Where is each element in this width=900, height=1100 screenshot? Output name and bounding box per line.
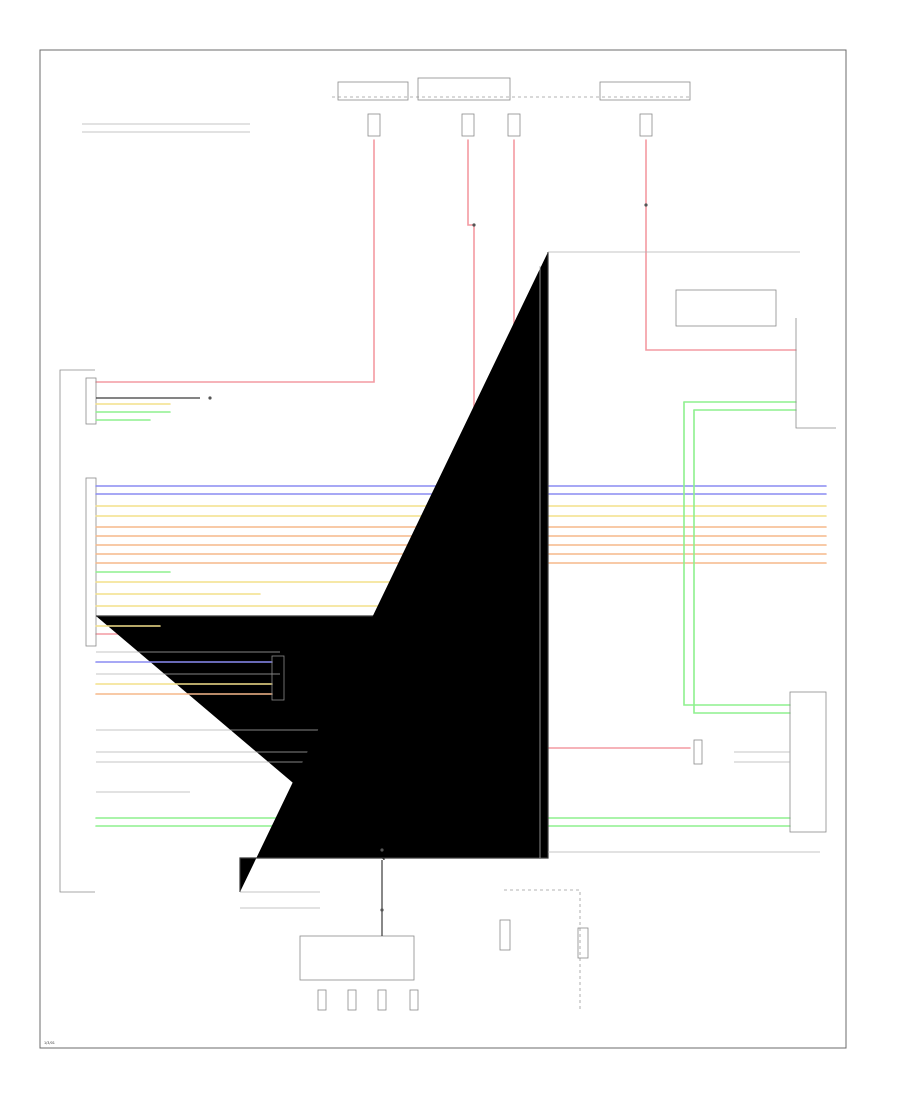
ground-wires (95, 401, 797, 827)
fuse-1 (367, 113, 381, 137)
dashed-feed-bottom (504, 889, 581, 1010)
right-modules (675, 289, 836, 833)
wire-ground-green-3 (683, 401, 791, 706)
black-ground-return (239, 251, 820, 892)
resistor-2 (577, 927, 589, 959)
component-bottom-center (299, 935, 415, 981)
fuse-3 (507, 113, 521, 137)
lower-left-wires (95, 651, 373, 793)
connector-lower-left (271, 655, 285, 701)
junction-dot (472, 223, 476, 227)
wire-power-feed-4 (645, 139, 797, 351)
module-right-lower (789, 691, 827, 833)
wire-ground-green-4 (693, 409, 791, 714)
junction-dot (380, 908, 384, 912)
junction-dot (380, 848, 384, 852)
pin-3 (377, 989, 387, 1011)
junction-dot (644, 203, 648, 207)
connector-upper (85, 377, 97, 425)
module-right-top (675, 289, 777, 327)
wire-ground-return (239, 252, 549, 892)
control-module-outline (59, 369, 95, 893)
fuse-2 (461, 113, 475, 137)
fuse-box-right (599, 81, 691, 101)
pin-1 (317, 989, 327, 1011)
fuse-box-left (337, 81, 409, 101)
junction-dots (208, 203, 648, 912)
connector-right-mid (693, 739, 703, 765)
fuse-4 (639, 113, 653, 137)
fuses (367, 113, 653, 137)
page-code: 1/3/01 (44, 1041, 55, 1045)
connector-main (85, 477, 97, 647)
upper-connector-wires (95, 403, 171, 421)
pin-4 (409, 989, 419, 1011)
junction-dot (208, 396, 212, 400)
diagram-frame (39, 49, 847, 1049)
control-module-left (59, 369, 200, 893)
fuse-box-center (417, 77, 511, 101)
wire-power-feed-1 (95, 139, 375, 383)
power-distribution-top (82, 77, 691, 133)
resistor-1 (499, 919, 511, 951)
lower-components (240, 860, 589, 1011)
pin-2 (347, 989, 357, 1011)
module-right-upper (795, 318, 836, 429)
